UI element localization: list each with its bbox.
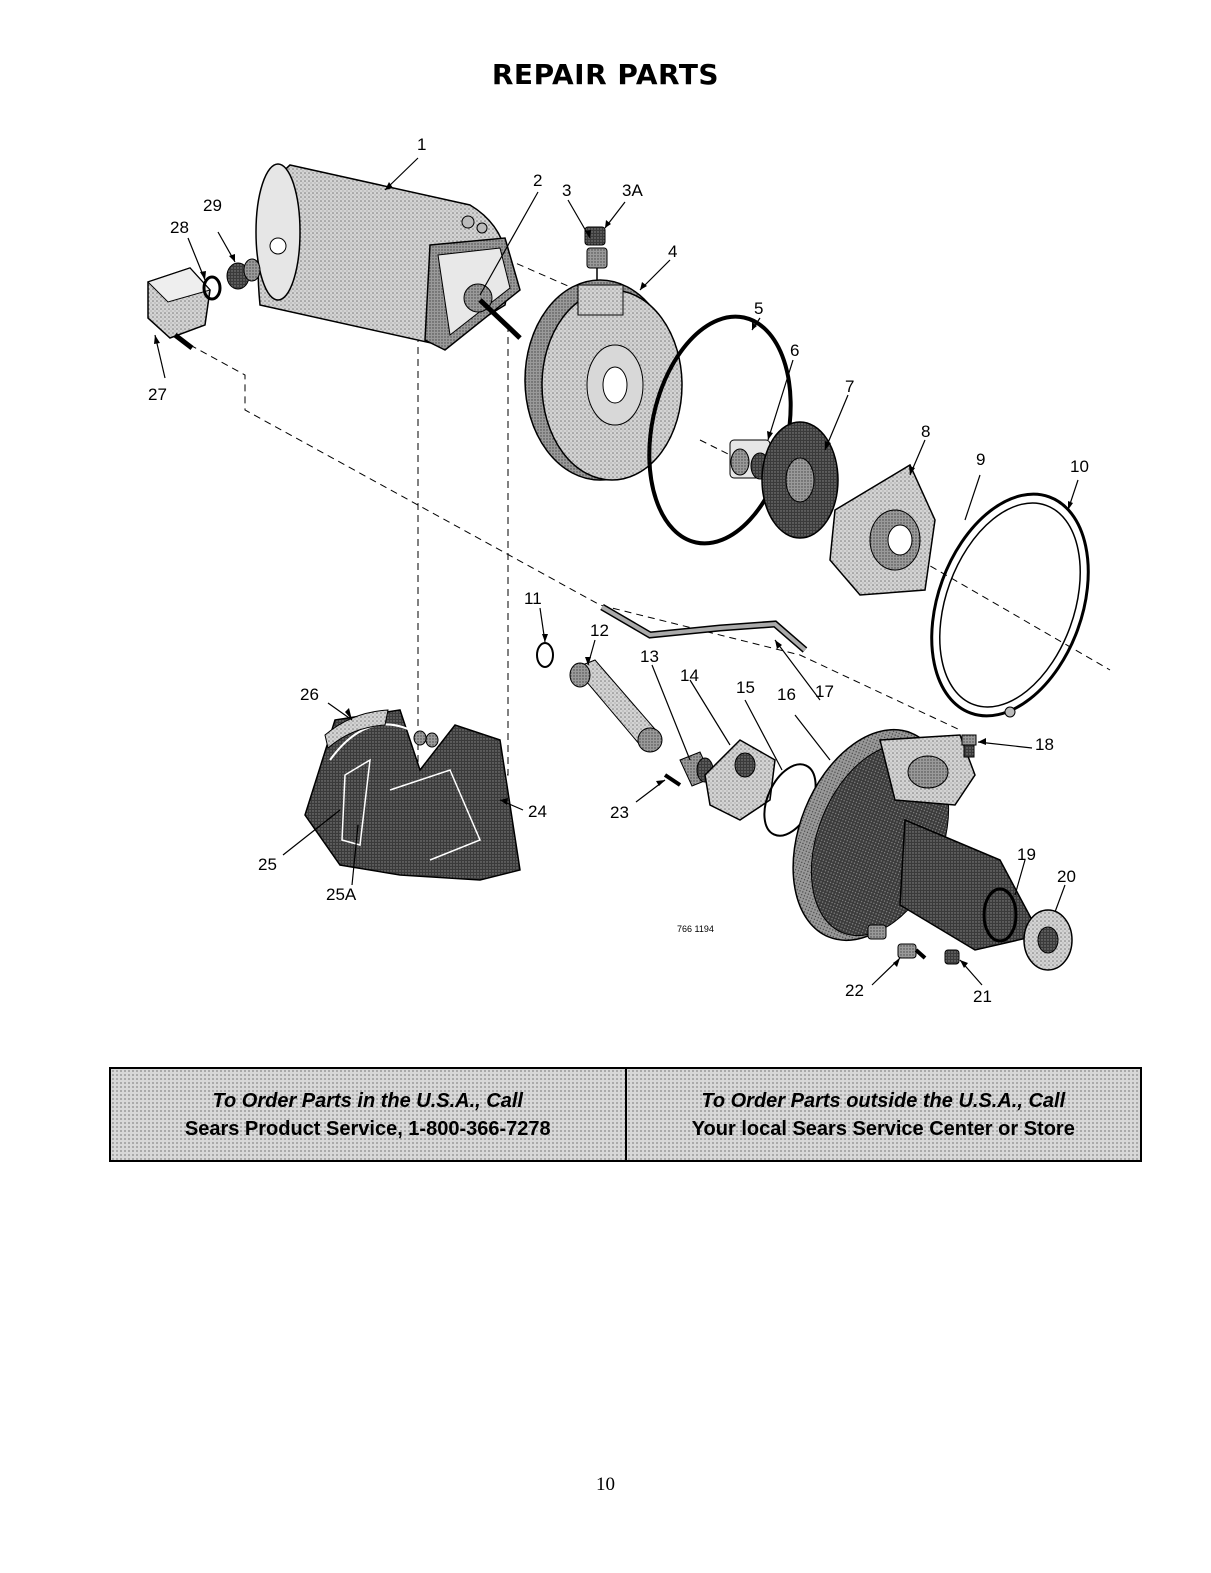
page-number: 10 [0,1474,1211,1496]
pump-body-part [764,707,1072,970]
nut-part [414,731,438,747]
small-o-ring-part [537,643,553,667]
clamp-ring-part [903,472,1117,737]
callout-10: 10 [1070,457,1089,476]
callout-11: 11 [524,589,542,608]
callout-7: 7 [845,377,854,396]
exploded-parts-diagram: 1 2 3 3A 4 5 6 7 8 9 10 11 12 13 14 15 1… [0,0,1211,1040]
callout-26: 26 [300,685,319,704]
callout-16: 16 [777,685,796,704]
order-usa-phone: Sears Product Service, 1-800-366-7278 [185,1115,551,1143]
callout-14: 14 [680,666,699,685]
callout-17: 17 [815,682,834,701]
drawing-number: 766 1194 [677,924,714,934]
fitting-part [227,259,260,289]
order-parts-box: To Order Parts in the U.S.A., Call Sears… [109,1067,1142,1162]
callout-1: 1 [417,135,426,154]
order-usa-cell: To Order Parts in the U.S.A., Call Sears… [111,1069,625,1160]
elbow-fitting-part [962,735,976,757]
motor-part [256,164,520,350]
callout-15: 15 [736,678,755,697]
callout-22: 22 [845,981,864,1000]
screw-part [665,775,680,785]
callout-2: 2 [533,171,542,190]
venturi-part [570,660,662,752]
callout-5: 5 [754,299,763,318]
callout-20: 20 [1057,867,1076,886]
seal-plate-part [525,280,682,480]
callout-25: 25 [258,855,277,874]
callout-27: 27 [148,385,167,404]
callout-8: 8 [921,422,930,441]
order-usa-heading: To Order Parts in the U.S.A., Call [213,1087,523,1115]
callout-24: 24 [528,802,547,821]
callout-19: 19 [1017,845,1036,864]
callout-9: 9 [976,450,985,469]
impeller-part [762,422,838,538]
callout-25a: 25A [326,885,357,904]
callout-6: 6 [790,341,799,360]
callout-23: 23 [610,803,629,822]
callout-3: 3 [562,181,571,200]
order-outside-usa-heading: To Order Parts outside the U.S.A., Call [701,1087,1065,1115]
drain-plug-part [945,950,959,964]
order-outside-usa-cell: To Order Parts outside the U.S.A., Call … [625,1069,1141,1160]
callout-18: 18 [1035,735,1054,754]
callout-21: 21 [973,987,992,1006]
diffuser-part [830,465,935,595]
capacitor-box-part [148,268,210,348]
callout-28: 28 [170,218,189,237]
order-outside-usa-contact: Your local Sears Service Center or Store [692,1115,1075,1143]
callout-13: 13 [640,647,659,666]
callout-4: 4 [668,242,677,261]
valve-fitting-part [898,944,925,958]
callout-3a: 3A [622,181,643,200]
callout-12: 12 [590,621,609,640]
callout-29: 29 [203,196,222,215]
